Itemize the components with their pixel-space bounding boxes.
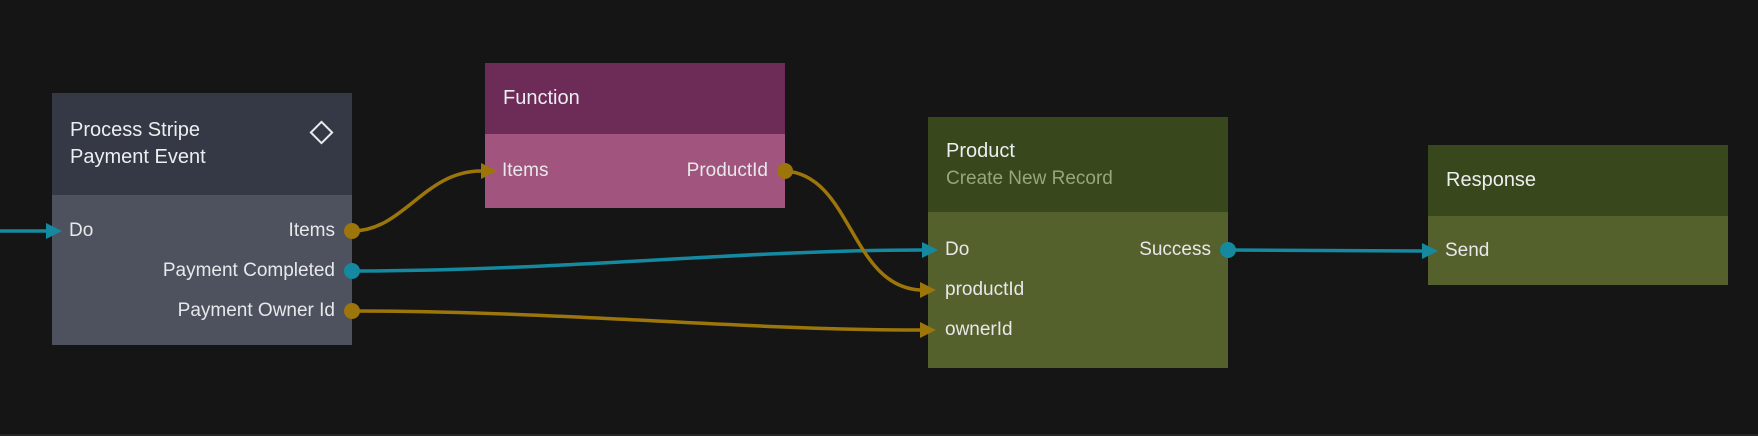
node-header: Process Stripe Payment Event [52, 93, 352, 195]
node-title-line2: Payment Event [70, 146, 206, 168]
port-payment-owner-id-output[interactable]: Payment Owner Id [177, 300, 335, 321]
node-body: Do Items Payment Completed Payment Owner… [52, 195, 352, 345]
node-title-line1: Process Stripe [70, 119, 201, 141]
port-items-input[interactable]: Items [502, 160, 549, 181]
port-do-input[interactable]: Do [945, 239, 970, 260]
node-header: Product Create New Record [928, 117, 1228, 212]
port-row: productId [928, 270, 1228, 310]
node-body: Send [1428, 216, 1728, 285]
port-do-input[interactable]: Do [69, 220, 94, 241]
node-header: Function [485, 63, 785, 134]
node-body: Items ProductId [485, 134, 785, 208]
port-productid-input[interactable]: productId [945, 279, 1025, 300]
wire-success-to-send[interactable] [1226, 248, 1424, 253]
node-body: Do Success productId ownerId [928, 212, 1228, 368]
port-items-output[interactable]: Items [288, 220, 335, 241]
port-success-output[interactable]: Success [1139, 239, 1211, 260]
node-title: Function [503, 87, 580, 109]
node-subtitle: Create New Record [946, 167, 1113, 189]
port-row: Payment Owner Id [52, 291, 352, 331]
port-send-input[interactable]: Send [1445, 240, 1490, 261]
port-payment-completed-output[interactable]: Payment Completed [162, 260, 335, 281]
port-row: Do Success [928, 230, 1228, 270]
node-product-create-new-record[interactable]: Product Create New Record Do Success pro… [928, 117, 1228, 368]
wire-payment-completed-to-do[interactable] [350, 248, 924, 273]
wire-productid-to-productid[interactable] [783, 169, 922, 292]
port-row: Do Items [52, 211, 352, 251]
wire-payment-owner-id-to-ownerid[interactable] [350, 309, 922, 332]
port-productid-output[interactable]: ProductId [686, 160, 768, 181]
node-title: Product [946, 139, 1015, 162]
port-row: ownerId [928, 310, 1228, 350]
node-title: Response [1446, 169, 1537, 191]
node-process-stripe-payment-event[interactable]: Process Stripe Payment Event Do Items Pa… [52, 93, 352, 345]
port-row: Payment Completed [52, 251, 352, 291]
port-row: Send [1428, 231, 1728, 271]
wire-items-to-items[interactable] [350, 169, 483, 233]
node-response[interactable]: Response Send [1428, 145, 1728, 285]
node-header: Response [1428, 145, 1728, 216]
node-function[interactable]: Function Items ProductId [485, 63, 785, 208]
port-row: Items ProductId [485, 151, 785, 191]
port-ownerid-input[interactable]: ownerId [945, 319, 1013, 340]
